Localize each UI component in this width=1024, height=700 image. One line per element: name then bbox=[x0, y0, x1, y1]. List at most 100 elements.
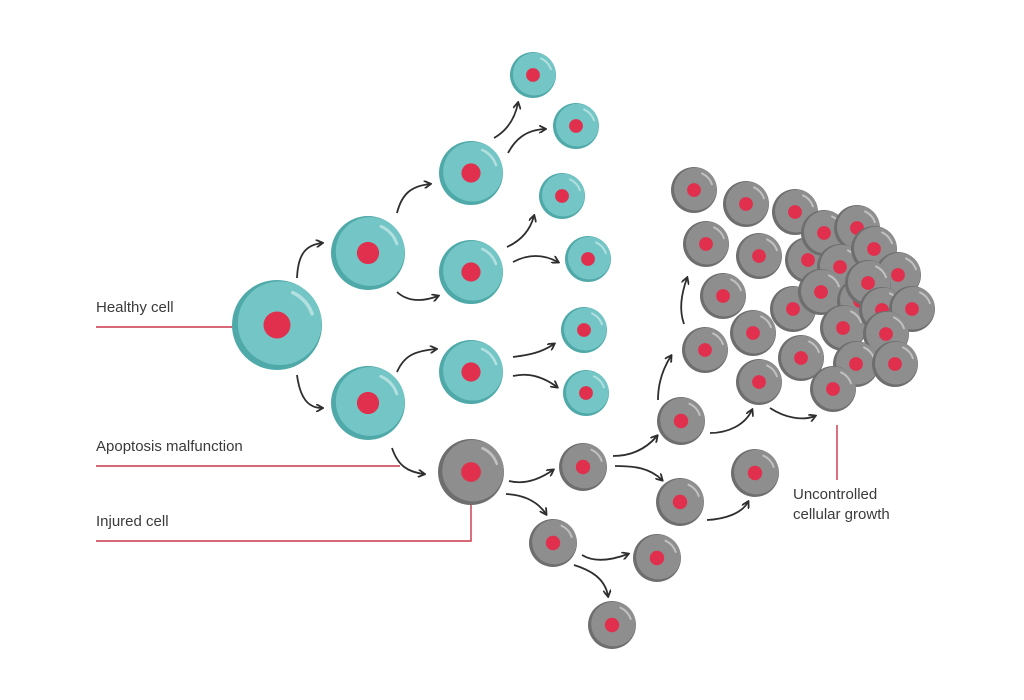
healthy-cell-10 bbox=[565, 236, 611, 282]
nucleus bbox=[698, 343, 712, 357]
injured-cell-24 bbox=[683, 221, 729, 267]
injured-cell-14 bbox=[559, 443, 607, 491]
healthy-cell-4 bbox=[439, 141, 503, 205]
healthy-cell-1 bbox=[232, 280, 322, 370]
nucleus bbox=[687, 183, 701, 197]
label-uncontrolled-growth: Uncontrolled cellular growth bbox=[793, 486, 890, 523]
injured-cell-26 bbox=[700, 273, 746, 319]
arrow-15 bbox=[612, 436, 657, 457]
arrow-13 bbox=[508, 470, 553, 484]
nucleus bbox=[833, 260, 847, 274]
nucleus bbox=[569, 119, 583, 133]
leader-line-3 bbox=[96, 497, 472, 542]
injured-cell-18 bbox=[633, 534, 681, 582]
nucleus bbox=[604, 617, 620, 633]
healthy-cell-2 bbox=[331, 216, 405, 290]
nucleus bbox=[746, 326, 760, 340]
arrow-16 bbox=[614, 465, 662, 480]
label-injured-cell: Injured cell bbox=[96, 513, 169, 530]
arrow-4 bbox=[396, 291, 438, 300]
nucleus bbox=[786, 302, 800, 316]
injured-cell-28 bbox=[682, 327, 728, 373]
nucleus bbox=[888, 357, 902, 371]
nucleus bbox=[649, 550, 665, 566]
healthy-cell-5 bbox=[439, 240, 503, 304]
nucleus bbox=[672, 494, 688, 510]
nucleus bbox=[356, 241, 380, 265]
nucleus bbox=[861, 276, 875, 290]
injured-cell-15 bbox=[529, 519, 577, 567]
healthy-cell-6 bbox=[439, 340, 503, 404]
injured-cell-17 bbox=[656, 478, 704, 526]
nucleus bbox=[461, 163, 481, 183]
nucleus bbox=[461, 362, 481, 382]
label-apoptosis-malfunction: Apoptosis malfunction bbox=[96, 438, 243, 455]
nucleus bbox=[836, 321, 850, 335]
nucleus bbox=[794, 351, 808, 365]
nucleus bbox=[461, 462, 481, 482]
injured-cell-13 bbox=[438, 439, 504, 505]
injured-cell-21 bbox=[671, 167, 717, 213]
arrow-7 bbox=[493, 103, 518, 139]
nucleus bbox=[879, 327, 893, 341]
nucleus bbox=[356, 391, 380, 415]
nucleus bbox=[788, 205, 802, 219]
injured-cell-20 bbox=[731, 449, 779, 497]
arrow-17 bbox=[581, 554, 628, 561]
nucleus bbox=[849, 357, 863, 371]
nucleus bbox=[801, 253, 815, 267]
cells bbox=[232, 52, 935, 649]
nucleus bbox=[747, 465, 763, 481]
injured-cell-41 bbox=[820, 305, 866, 351]
nucleus bbox=[461, 262, 481, 282]
leader-lines bbox=[96, 326, 838, 542]
injured-cell-30 bbox=[778, 335, 824, 381]
nucleus bbox=[867, 242, 881, 256]
nucleus bbox=[739, 197, 753, 211]
arrow-8 bbox=[507, 129, 545, 154]
arrow-12 bbox=[512, 373, 557, 387]
arrow-23 bbox=[769, 407, 815, 418]
nucleus bbox=[814, 285, 828, 299]
nucleus bbox=[752, 375, 766, 389]
injured-cell-37 bbox=[798, 269, 844, 315]
nucleus bbox=[891, 268, 905, 282]
arrow-14 bbox=[505, 493, 546, 514]
injured-cell-27 bbox=[730, 310, 776, 356]
nucleus bbox=[263, 311, 291, 339]
arrow-18 bbox=[573, 564, 608, 596]
arrow-6 bbox=[391, 447, 424, 474]
healthy-cell-3 bbox=[331, 366, 405, 440]
nucleus bbox=[826, 382, 840, 396]
healthy-cell-8 bbox=[553, 103, 599, 149]
arrow-20 bbox=[709, 410, 752, 434]
arrow-21 bbox=[706, 502, 748, 521]
arrow-5 bbox=[396, 349, 436, 373]
injured-cell-29 bbox=[736, 359, 782, 405]
nucleus bbox=[673, 413, 689, 429]
healthy-cell-11 bbox=[561, 307, 607, 353]
arrow-3 bbox=[396, 184, 430, 214]
arrow-1 bbox=[296, 243, 322, 279]
arrow-11 bbox=[512, 344, 554, 358]
nucleus bbox=[581, 252, 595, 266]
nucleus bbox=[579, 386, 593, 400]
nucleus bbox=[716, 289, 730, 303]
arrow-9 bbox=[506, 216, 534, 248]
arrow-19 bbox=[657, 356, 671, 401]
nucleus bbox=[577, 323, 591, 337]
arrow-2 bbox=[296, 374, 322, 408]
injured-cell-46 bbox=[872, 341, 918, 387]
label-healthy-cell: Healthy cell bbox=[96, 299, 174, 316]
injured-cell-19 bbox=[588, 601, 636, 649]
injured-cell-16 bbox=[657, 397, 705, 445]
nucleus bbox=[905, 302, 919, 316]
nucleus bbox=[699, 237, 713, 251]
growth-arrows bbox=[296, 103, 815, 596]
nucleus bbox=[752, 249, 766, 263]
nucleus bbox=[555, 189, 569, 203]
injured-cell-25 bbox=[736, 233, 782, 279]
nucleus bbox=[575, 459, 591, 475]
injured-cell-22 bbox=[723, 181, 769, 227]
